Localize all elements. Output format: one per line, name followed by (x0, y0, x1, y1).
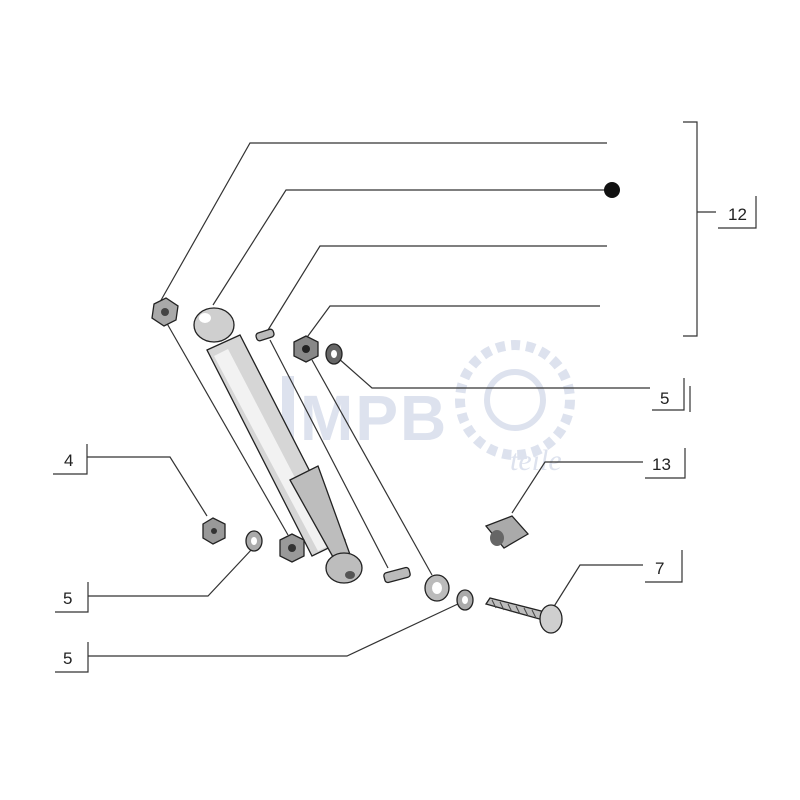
watermark: MPB teile (282, 340, 575, 477)
washer-bottom[interactable] (456, 589, 474, 611)
nut-washer-pair[interactable] (293, 335, 343, 365)
callout-label: 5 (63, 589, 72, 608)
watermark-gear-icon (455, 340, 575, 460)
nut-item-4[interactable] (202, 517, 226, 545)
nut-top-left[interactable] (151, 297, 179, 327)
callout-5-right[interactable]: 5 (652, 378, 691, 412)
bolt-item-7[interactable] (484, 597, 563, 634)
shock-absorber[interactable] (193, 307, 363, 584)
callout-label: 5 (63, 649, 72, 668)
callout-4[interactable]: 4 (53, 444, 88, 475)
callout-label: 5 (660, 389, 669, 408)
watermark-sub: teile (510, 444, 562, 477)
callout-label: 12 (728, 205, 747, 224)
callout-label: 7 (655, 559, 664, 578)
washer-left[interactable] (245, 530, 263, 552)
leader-lines (87, 142, 650, 657)
callout-5-bottom[interactable]: 5 (55, 642, 89, 673)
sleeve-item-13[interactable] (484, 515, 530, 549)
pin-bottom[interactable] (383, 566, 411, 584)
bushing-bottom[interactable] (424, 574, 450, 602)
bracket-12 (683, 121, 716, 337)
watermark-brand: MPB (300, 382, 448, 454)
callout-label: 4 (64, 451, 73, 470)
reference-dot-icon (604, 182, 620, 198)
pin-top[interactable] (255, 328, 275, 342)
nut-bottom-left[interactable] (279, 533, 305, 563)
callout-12[interactable]: 12 (718, 196, 757, 229)
callout-5-left[interactable]: 5 (55, 582, 89, 613)
callout-7[interactable]: 7 (645, 550, 683, 583)
callout-label: 13 (652, 455, 671, 474)
callout-13[interactable]: 13 (645, 448, 686, 479)
